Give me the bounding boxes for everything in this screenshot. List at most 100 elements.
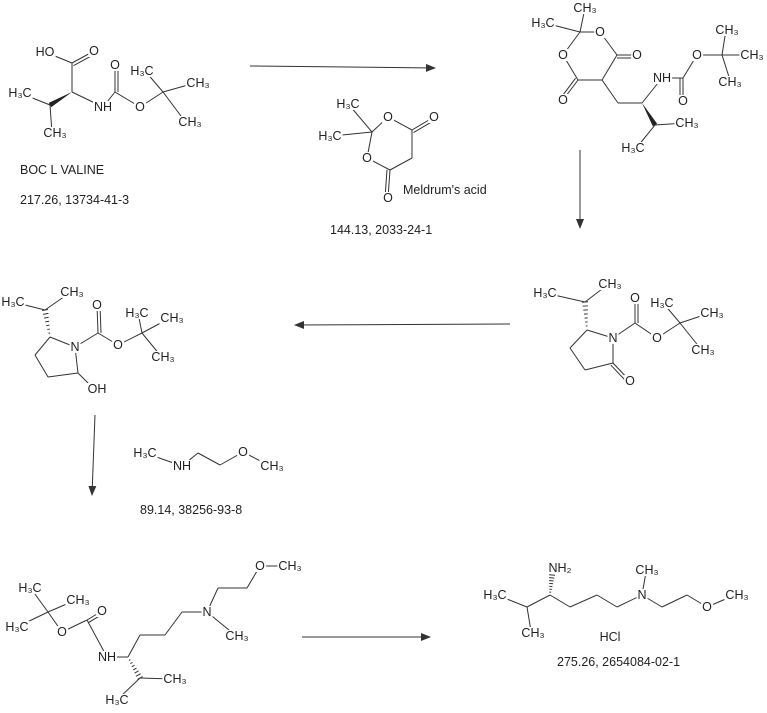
product-caption: 275.26, 2654084-02-1: [557, 655, 680, 669]
bond: [164, 611, 183, 636]
atom-label: NH: [94, 100, 112, 114]
atom-label: O: [255, 559, 265, 573]
bond: [34, 354, 49, 378]
bond: [47, 372, 79, 378]
reaction-arrow-3: [294, 320, 511, 329]
atom-label: CH₃: [573, 1, 596, 15]
atom-label: H₃C: [1, 295, 24, 309]
atom-label: H₃C: [531, 16, 554, 30]
atom-label: H₃C: [8, 86, 31, 100]
atom-label: H₃C: [650, 296, 673, 310]
amine-caption: 89.14, 38256-93-8: [140, 503, 242, 517]
bond: [679, 322, 701, 349]
atom-label: NH: [653, 71, 671, 85]
boc-valine-caption: 217.26, 13734-41-3: [20, 193, 129, 207]
atom-label: CH₃: [718, 75, 741, 89]
atom-label: CH₃: [700, 306, 723, 320]
product-salt: HCl: [600, 630, 621, 644]
atom-label: O: [92, 298, 102, 312]
atom-label: CH₃: [151, 350, 174, 364]
atom-label: CH₃: [635, 563, 658, 577]
atom-label: CH₃: [160, 311, 183, 325]
atom-label: N: [608, 331, 617, 345]
atom-label: CH₃: [178, 115, 201, 129]
atom-label: NH: [173, 459, 191, 473]
atom-label: CH₃: [278, 559, 301, 573]
atom-label: CH₃: [740, 48, 763, 62]
bond: [389, 157, 413, 171]
atom-label: O: [558, 48, 568, 62]
bond: [197, 452, 221, 466]
bond: [721, 54, 731, 81]
atom-label: O: [652, 331, 662, 345]
bond: [162, 91, 185, 121]
atom-label: H₃C: [533, 286, 556, 300]
atom-label: N: [202, 605, 211, 619]
atom-label: O: [702, 600, 712, 614]
atom-label: O: [135, 100, 145, 114]
atom-label: O: [595, 25, 605, 39]
atom-label: H₃C: [130, 64, 153, 78]
hashed-bond: [548, 574, 556, 593]
bond: [349, 105, 373, 133]
atom-label: H₃C: [125, 306, 148, 320]
atom-label: H₃C: [621, 141, 644, 155]
bond: [601, 79, 619, 104]
atom-label: O: [429, 110, 439, 124]
atom-label: O: [110, 58, 120, 72]
atom-label: O: [57, 625, 67, 639]
atom-label: H₃C: [336, 97, 359, 111]
atom-label: O: [362, 151, 372, 165]
atom-label: N: [70, 340, 79, 354]
bond: [584, 362, 614, 371]
reaction-arrow-1: [249, 63, 436, 72]
atom-label: CH₃: [691, 343, 714, 357]
atom-label: CH₃: [66, 593, 89, 607]
bond: [661, 594, 688, 608]
atom-label: H₃C: [18, 581, 41, 595]
bond: [569, 329, 588, 349]
atom-label: CH₃: [675, 116, 698, 130]
hashed-bond: [581, 301, 589, 327]
atom-label: O: [558, 93, 568, 107]
atom-label: CH₃: [163, 672, 186, 686]
atom-label: CH₃: [60, 285, 83, 299]
atom-label: OH: [88, 382, 107, 396]
atom-label: CH₃: [260, 459, 283, 473]
atom-label: H₃C: [483, 588, 506, 602]
atom-label: H₃C: [318, 129, 341, 143]
meldrums-acid-caption: 144.13, 2033-24-1: [330, 223, 432, 237]
boc-valine-name: BOC L VALINE: [20, 163, 104, 177]
atom-label: O: [113, 338, 123, 352]
bond: [569, 594, 598, 608]
atom-label: NH: [98, 650, 116, 664]
atom-label: O: [89, 44, 99, 58]
atom-label: CH₃: [43, 126, 66, 140]
atom-label: CH₃: [225, 629, 248, 643]
atom-label: CH₃: [521, 626, 544, 640]
atom-label: CH₃: [715, 23, 738, 37]
bond: [569, 347, 586, 371]
atom-label: H₃C: [5, 620, 28, 634]
atom-label: CH₃: [598, 277, 621, 291]
atom-label: O: [625, 374, 635, 388]
bond: [34, 336, 51, 356]
bond: [596, 594, 618, 608]
reaction-arrow-4: [88, 414, 97, 496]
bond: [526, 594, 551, 608]
bond: [601, 54, 618, 81]
bond: [86, 619, 108, 658]
atom-label: N: [637, 588, 646, 602]
atom-label: O: [632, 48, 642, 62]
atom-label: O: [630, 291, 640, 305]
atom-label: NH₂: [549, 561, 572, 575]
atom-label: O: [97, 604, 107, 618]
hashed-bond: [41, 308, 51, 334]
atom-label: O: [383, 191, 393, 205]
wedge-bond: [48, 92, 72, 108]
atom-label: O: [678, 94, 688, 108]
atom-label: O: [238, 445, 248, 459]
atom-label: CH₃: [725, 588, 748, 602]
atom-label: H₃C: [133, 446, 156, 460]
